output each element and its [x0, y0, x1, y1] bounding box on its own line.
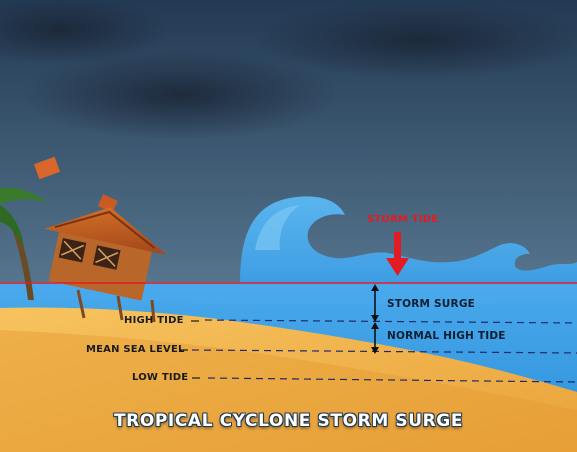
storm-cloud [250, 0, 577, 80]
wave-highlight [255, 205, 300, 250]
storm-surge-arrow [371, 284, 379, 322]
diagram-title: TROPICAL CYCLONE STORM SURGE [113, 411, 464, 431]
palm-trunk [10, 220, 34, 300]
storm-cloud [0, 0, 170, 65]
beach [0, 307, 577, 452]
beach-shade [0, 330, 577, 452]
breaking-wave [240, 196, 577, 284]
storm-cloud [20, 50, 340, 140]
high-tide-label: HIGH TIDE [124, 315, 184, 326]
high-tide-line [204, 319, 577, 324]
mean-sea-level-line [191, 349, 577, 354]
storm-surge-label: STORM SURGE [387, 298, 476, 310]
mean-sea-level-label: MEAN SEA LEVEL [86, 344, 185, 355]
low-tide-line [207, 377, 577, 383]
palm-frond [0, 187, 48, 204]
palm-frond [0, 205, 24, 248]
hut-stilts [76, 289, 156, 323]
low-tide-label: LOW TIDE [132, 372, 189, 383]
storm-tide-label: STORM TIDE [367, 214, 439, 225]
storm-tide-arrow [386, 232, 409, 276]
normal-high-tide-label: NORMAL HIGH TIDE [387, 330, 506, 342]
debris [33, 156, 61, 180]
normal-high-tide-arrow [371, 322, 379, 354]
debris [97, 194, 118, 213]
